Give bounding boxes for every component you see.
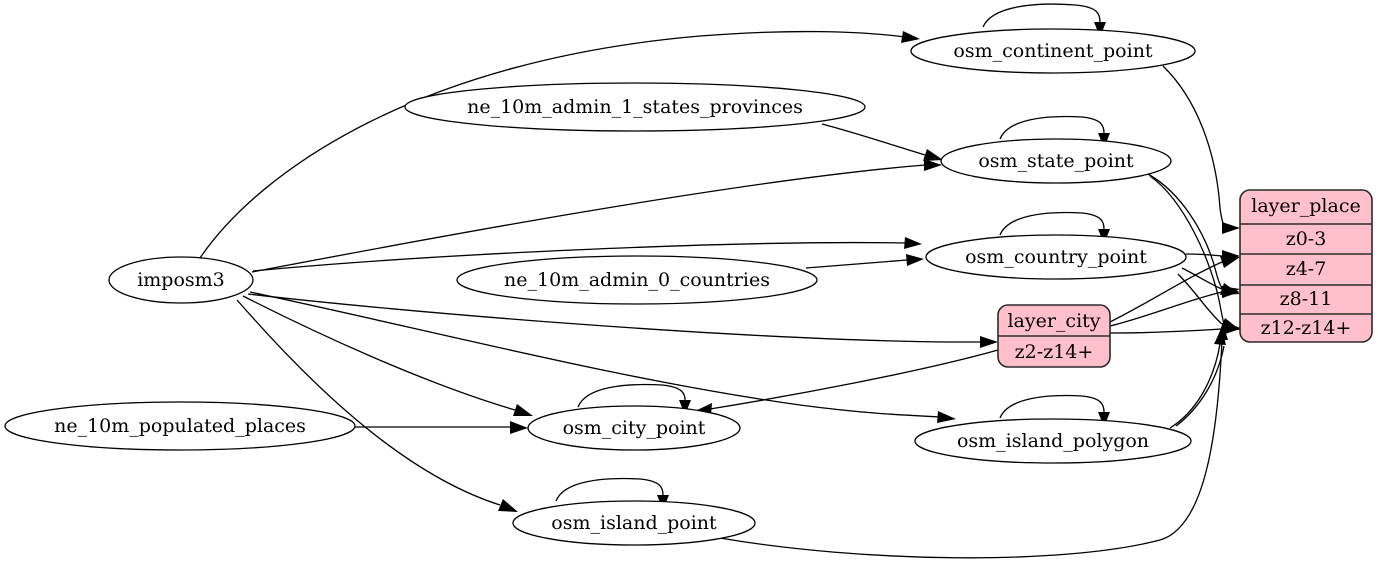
arrowhead-icon [1214, 328, 1226, 345]
selfloop-osm_state_point [999, 115, 1105, 140]
edge-osm_island_polygon-to-layer_place-z12-z14c [1175, 345, 1225, 427]
edge-osm_state_point-to-layer_place-z12-z14 [1149, 175, 1225, 325]
node-osm_country_point[interactable]: osm_country_point [925, 234, 1187, 280]
arrowhead-icon [924, 159, 942, 171]
record-row-z12-z14[interactable]: z12-z14+ [1261, 317, 1352, 339]
arrowhead-icon [679, 400, 691, 415]
edge-layer_city-to-osm_city_point [709, 349, 999, 410]
node-shape[interactable] [914, 418, 1192, 464]
edge-imposm3-to-osm_island_point [236, 299, 501, 506]
node-shape[interactable] [4, 401, 356, 451]
node-osm_city_point[interactable]: osm_city_point [527, 405, 741, 451]
node-label: ne_10m_admin_1_states_provinces [467, 96, 803, 118]
edge-layer_city-to-layer_place-z8-11 [1109, 291, 1223, 327]
arrowhead-icon [1094, 22, 1106, 37]
edge-osm_country_point-to-layer_place-z12-z14 [1177, 273, 1223, 325]
record-node-layer_place[interactable]: layer_place z0-3 z4-7 z8-11 z12-z14+ [1239, 189, 1373, 343]
node-osm_island_polygon[interactable]: osm_island_polygon [914, 418, 1192, 464]
arrowhead-icon [1220, 256, 1240, 268]
node-osm_island_point[interactable]: osm_island_point [512, 500, 756, 546]
record-node-layer_city[interactable]: layer_city z2-z14+ [997, 304, 1111, 368]
selfloop-osm_continent_point [982, 3, 1101, 28]
edge-osm_continent_point-to-layer_place-z0-3 [1162, 65, 1224, 224]
record-shape[interactable] [1239, 189, 1373, 343]
arrowhead-icon [513, 404, 533, 416]
node-imposm3[interactable]: imposm3 [108, 256, 254, 304]
node-ne_10m_admin_0_countries[interactable]: ne_10m_admin_0_countries [456, 255, 818, 305]
selfloop-osm_island_polygon [999, 394, 1105, 419]
edge-layer_city-to-layer_place-z4-7 [1109, 261, 1223, 323]
record-row-z0-3[interactable]: z0-3 [1286, 228, 1327, 250]
edge-osm_country_point-to-layer_place-z8-11b [1181, 267, 1223, 290]
arrowhead-icon [498, 499, 518, 512]
node-shape[interactable] [456, 255, 818, 305]
arrowhead-icon [901, 31, 920, 43]
node-label: osm_country_point [965, 246, 1147, 268]
node-label: ne_10m_admin_0_countries [504, 269, 770, 291]
edge-imposm3-to-osm_continent_point [199, 30, 906, 259]
record-row-z4-7[interactable]: z4-7 [1286, 258, 1327, 280]
arrowhead-icon [1221, 286, 1240, 298]
edge-imposm3-to-osm_island_polygon [249, 291, 941, 418]
edge-osm_island_polygon-to-layer_place-z12-z14b [1169, 343, 1221, 429]
node-label: imposm3 [137, 269, 225, 291]
arrowhead-icon [1098, 412, 1110, 427]
arrowhead-icon [906, 254, 924, 266]
node-shape[interactable] [910, 28, 1196, 74]
record-node-layer: layer_place z0-3 z4-7 z8-11 z12-z14+ lay… [997, 189, 1373, 368]
node-label: osm_island_polygon [957, 430, 1149, 452]
edge-osm_country_point-to-layer_place-z4-7 [1185, 253, 1223, 257]
edge-layer_city-to-layer_place-z12-z14 [1109, 328, 1223, 334]
edge-osm_state_point-to-layer_place-z8-11 [1147, 173, 1223, 289]
node-shape[interactable] [940, 138, 1172, 184]
node-layer: imposm3 ne_10m_admin_1_states_provinces … [4, 28, 1196, 546]
record-header-label: layer_place [1251, 195, 1360, 217]
arrowhead-icon [923, 149, 943, 161]
node-label: ne_10m_populated_places [54, 415, 306, 437]
arrowhead-icon [1222, 222, 1240, 234]
node-shape[interactable] [925, 234, 1187, 280]
arrowhead-icon [937, 411, 956, 423]
node-label: osm_continent_point [953, 40, 1153, 62]
node-shape[interactable] [512, 500, 756, 546]
edge-ne_10m_admin_0_countries-to-osm_country_point [805, 259, 908, 269]
edge-imposm3-to-osm_country_point [252, 241, 906, 272]
node-label: osm_city_point [563, 417, 706, 439]
record-header-label: layer_city [1007, 310, 1100, 332]
node-ne_10m_admin_1_states_provinces[interactable]: ne_10m_admin_1_states_provinces [404, 82, 866, 132]
node-osm_continent_point[interactable]: osm_continent_point [910, 28, 1196, 74]
node-shape[interactable] [108, 256, 254, 304]
selfloop-osm_city_point [577, 383, 686, 408]
node-ne_10m_populated_places[interactable]: ne_10m_populated_places [4, 401, 356, 451]
arrowhead-icon [980, 336, 998, 348]
arrowhead-icon [904, 237, 922, 249]
node-osm_state_point[interactable]: osm_state_point [940, 138, 1172, 184]
node-shape[interactable] [404, 82, 866, 132]
edge-ne_10m_admin_1_states_provinces-to-osm_state_point [821, 123, 926, 156]
node-label: osm_island_point [551, 512, 717, 534]
edge-imposm3-to-layer_city [247, 293, 980, 343]
node-label: osm_state_point [978, 150, 1134, 172]
record-row-z2-z14[interactable]: z2-z14+ [1015, 341, 1094, 363]
selfloop-osm_country_point [999, 211, 1105, 236]
edge-imposm3-to-osm_city_point [242, 295, 516, 411]
record-row-z8-11[interactable]: z8-11 [1280, 288, 1333, 310]
arrowhead-icon [510, 421, 528, 434]
edge-osm_island_point-to-layer_place-z12-z14 [719, 339, 1223, 559]
arrowhead-icon [1222, 323, 1240, 335]
node-shape[interactable] [527, 405, 741, 451]
selfloop-osm_island_point [555, 477, 664, 502]
edge-imposm3-to-osm_state_point [251, 164, 926, 273]
